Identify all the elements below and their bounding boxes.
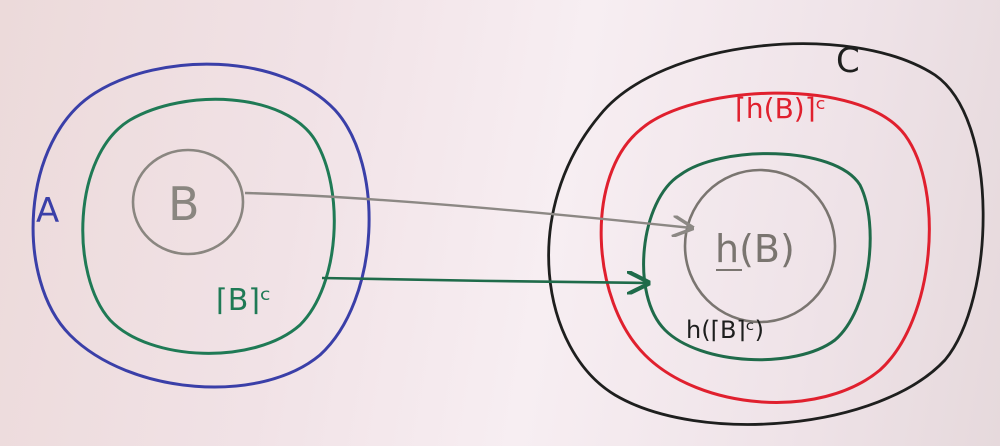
closure-b-boundary <box>81 97 336 355</box>
arrow-b-to-hb <box>244 191 692 228</box>
image-b-boundary <box>683 168 837 324</box>
set-c-boundary <box>547 42 985 426</box>
closure-hb-label: ⌈h(B)⌉ᶜ <box>735 92 826 125</box>
subset-b-boundary <box>131 148 245 256</box>
subset-b-label: B <box>168 177 200 231</box>
image-b-label: h(B) <box>715 227 795 271</box>
set-a-label: A <box>36 191 59 231</box>
image-closure-b-label: h(⌈B⌉ᶜ) <box>686 316 764 344</box>
set-a-boundary <box>31 62 371 389</box>
arrow-closure-b-to-image <box>321 278 648 283</box>
closure-b-label: ⌈B⌉ᶜ <box>216 283 271 318</box>
closure-hb-boundary <box>599 91 931 404</box>
set-c-label: C <box>836 41 860 81</box>
